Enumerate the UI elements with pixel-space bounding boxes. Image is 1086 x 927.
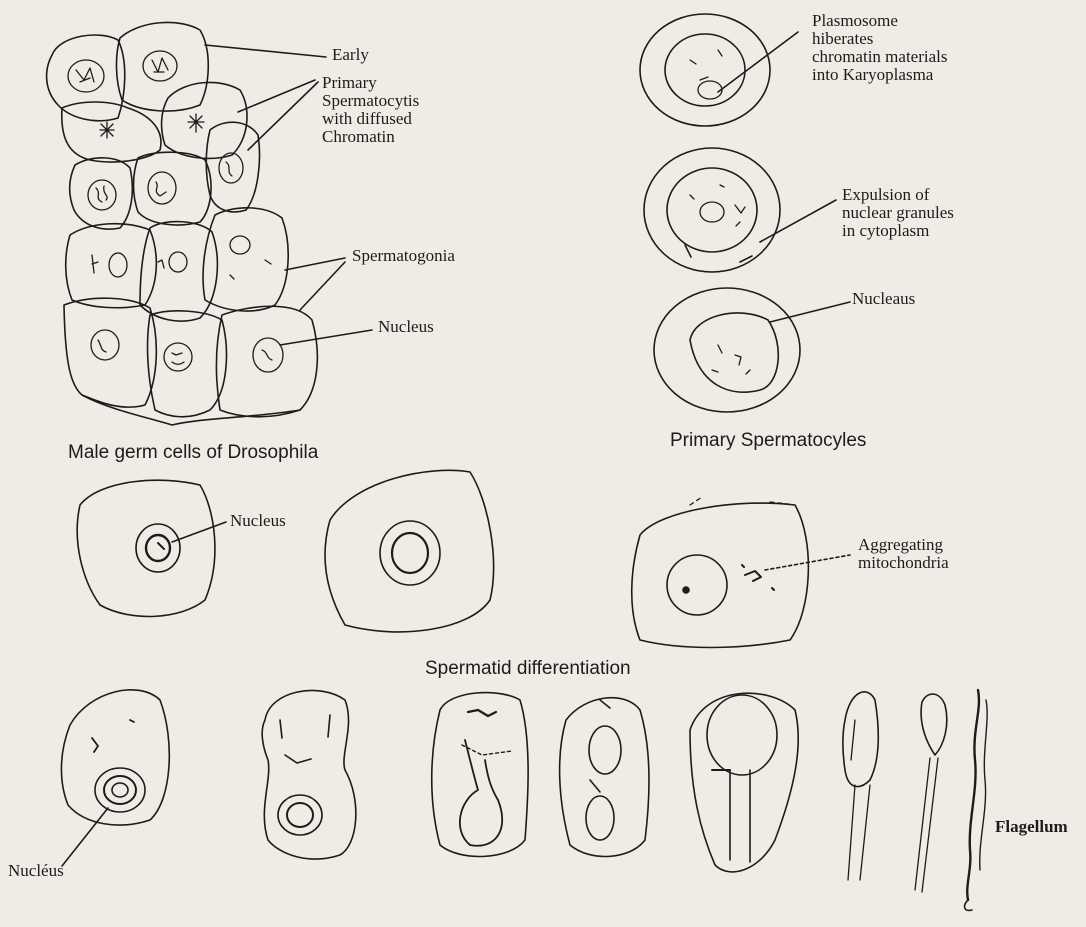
leader-nucleus: [280, 330, 372, 345]
cell-primary-5: [206, 122, 259, 212]
stage-6: [843, 692, 879, 787]
stage-7: [921, 694, 947, 755]
label-early: Early: [332, 46, 369, 64]
cell-primary-4: [134, 152, 212, 225]
label-aggregating-mitochondria: Aggregating mitochondria: [858, 536, 949, 572]
label-primary-spermatocytis: Primary Spermatocytis with diffused Chro…: [322, 74, 419, 146]
label-nucleus-spermatid: Nucleus: [230, 512, 286, 530]
label-nucleus-germ: Nucleus: [378, 318, 434, 336]
stage-5: [690, 693, 798, 872]
caption-male-germ-cells: Male germ cells of Drosophila: [68, 442, 318, 464]
stage-4: [560, 698, 649, 857]
cell-primary-3: [70, 158, 133, 229]
leader-early: [205, 45, 326, 57]
label-nucleus-bottom: Nucléus: [8, 862, 64, 880]
spermatid-bottom-row: [61, 690, 987, 911]
leader-primary-b: [248, 82, 318, 150]
label-nucleaus: Nucleaus: [852, 290, 915, 308]
leader-expulsion: [760, 200, 836, 242]
spermatocyte-2-outer: [644, 148, 780, 272]
spermatocyte-1-outer: [640, 14, 770, 126]
cell-nucleus-3: [216, 306, 317, 417]
chromatin-marks: [68, 51, 283, 372]
cell-nucleus-1: [64, 298, 156, 407]
cell-nucleus-2: [148, 311, 227, 417]
label-expulsion: Expulsion of nuclear granules in cytopla…: [842, 186, 954, 240]
cell-early-2: [116, 22, 208, 111]
spermatid-c-cell: [632, 503, 809, 647]
leader-spermatogonia-b: [300, 262, 345, 310]
label-flagellum: Flagellum: [995, 818, 1068, 836]
cell-spermatogonia-3: [203, 208, 288, 311]
leader-spermatogonia-a: [285, 258, 345, 270]
stage-8-flagellum: [967, 690, 979, 900]
spermatid-top-row: [77, 470, 850, 647]
stage-3: [432, 693, 528, 857]
leader-nucleus-bottom: [62, 808, 108, 866]
stage-1: [61, 690, 169, 825]
caption-primary-spermatocytes: Primary Spermatocyles: [670, 430, 866, 452]
leader-nucleaus: [770, 302, 850, 322]
leader-nucleus-top: [172, 522, 226, 542]
label-plasmosome: Plasmosome hiberates chromatin materials…: [812, 12, 947, 84]
spermatocyte-1-nucleus: [665, 34, 745, 106]
cell-primary-1: [62, 102, 161, 162]
outer-boundary: [82, 395, 300, 425]
spermatocyte-3-nucleus: [690, 313, 778, 392]
caption-spermatid-differentiation: Spermatid differentiation: [425, 658, 631, 680]
label-spermatogonia: Spermatogonia: [352, 247, 455, 265]
spermatid-b-cell: [325, 470, 494, 632]
